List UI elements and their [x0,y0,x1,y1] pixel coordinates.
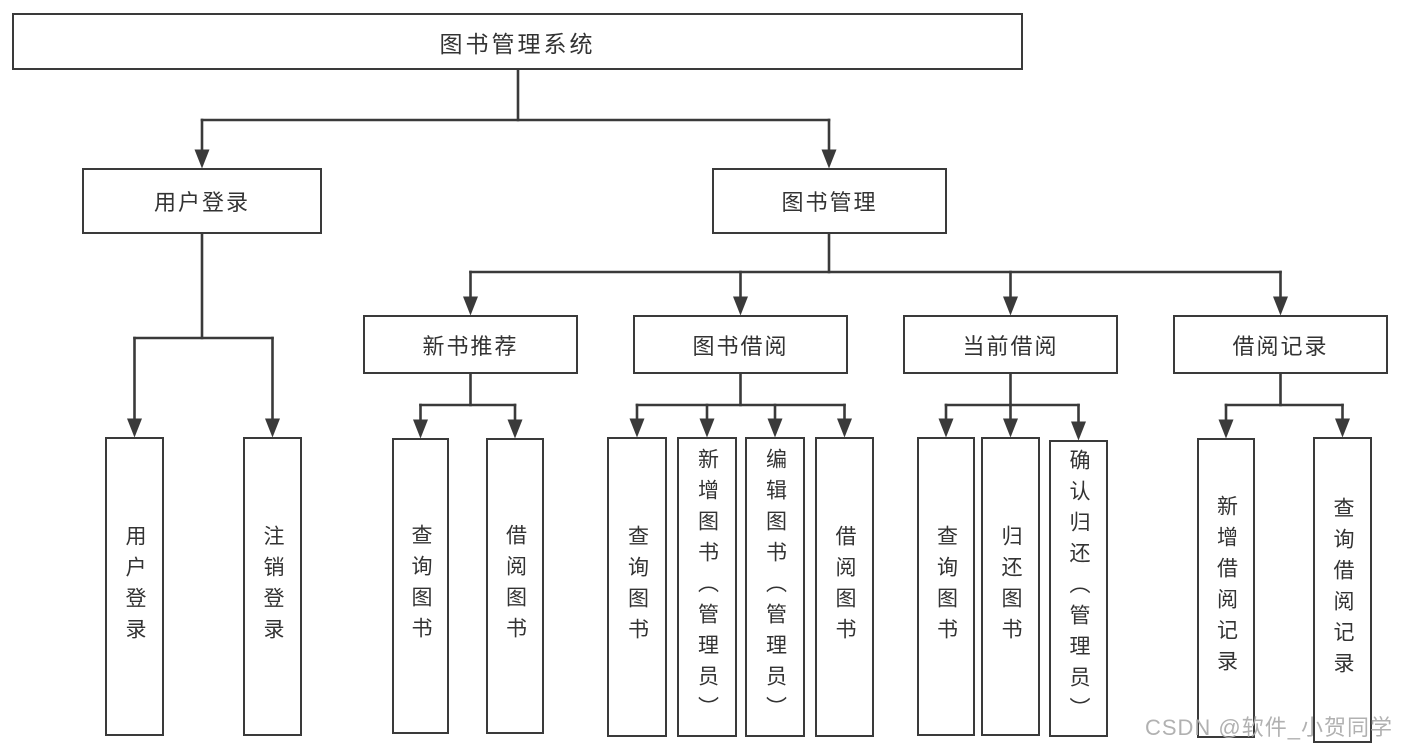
connector-current-borrow-to-leaves [938,371,1086,441]
node-borrow-records: 借阅记录 [1173,315,1388,374]
csdn-watermark: CSDN @软件_小贺同学 [1144,715,1393,740]
leaf-bb-edit-books-admin: 编辑图书（管理员） [745,437,805,737]
leaf-bb-query-books: 查询图书 [607,437,667,737]
leaf-cb-query-books: 查询图书 [917,437,975,736]
connector-user-login-to-leaves [127,231,280,438]
leaf-bb-add-books-admin: 新增图书（管理员） [677,437,737,737]
connector-book-borrow-to-leaves [629,371,852,438]
leaf-bb-borrow-books: 借阅图书 [815,437,874,737]
leaf-nbr-borrow-books: 借阅图书 [486,438,544,734]
leaf-br-add-borrow-record: 新增借阅记录 [1197,438,1255,738]
node-current-borrow: 当前借阅 [903,315,1118,374]
leaf-nbr-query-books: 查询图书 [392,438,449,734]
connector-borrow-records-to-leaves [1218,371,1350,439]
leaf-user-login: 用户登录 [105,437,164,736]
connector-root-to-level2 [194,68,837,169]
connector-book-mgmt-to-level3 [463,231,1288,316]
node-book-management: 图书管理 [712,168,947,234]
node-library-management-system: 图书管理系统 [12,13,1023,70]
leaf-cb-return-books: 归还图书 [981,437,1040,736]
node-book-borrow: 图书借阅 [633,315,848,374]
leaf-br-query-borrow-record: 查询借阅记录 [1313,437,1372,743]
leaf-logout: 注销登录 [243,437,302,736]
leaf-cb-confirm-return-admin: 确认归还（管理员） [1049,440,1108,737]
node-new-book-recommend: 新书推荐 [363,315,578,374]
node-user-login: 用户登录 [82,168,322,234]
connector-new-book-rec-to-leaves [413,371,523,439]
